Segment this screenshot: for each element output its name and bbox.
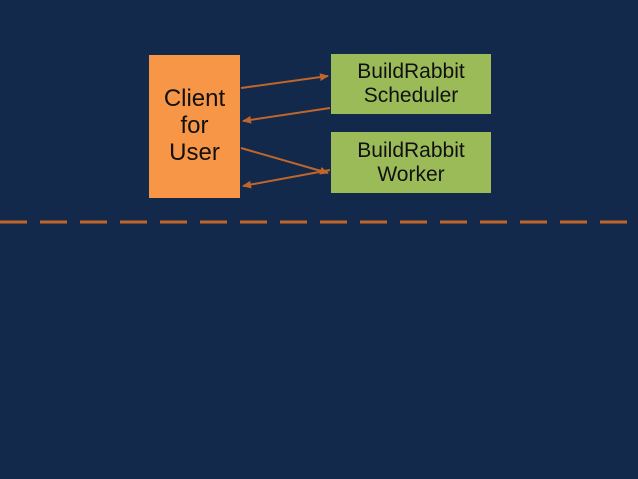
- arrow-worker-to-client: [242, 169, 331, 189]
- node-client-for-user: Client for User: [149, 55, 240, 198]
- node-client-for-user-label: Client for User: [163, 85, 226, 166]
- arrow-scheduler-to-client: [242, 107, 331, 124]
- arrow-client-to-scheduler: [240, 73, 329, 89]
- arrow-client-to-worker: [240, 147, 329, 175]
- node-buildrabbit-worker-label: BuildRabbit Worker: [357, 138, 465, 186]
- dashed-divider: [0, 220, 638, 224]
- node-buildrabbit-scheduler: BuildRabbit Scheduler: [331, 54, 491, 114]
- node-buildrabbit-scheduler-label: BuildRabbit Scheduler: [357, 60, 465, 107]
- node-buildrabbit-worker: BuildRabbit Worker: [331, 132, 491, 193]
